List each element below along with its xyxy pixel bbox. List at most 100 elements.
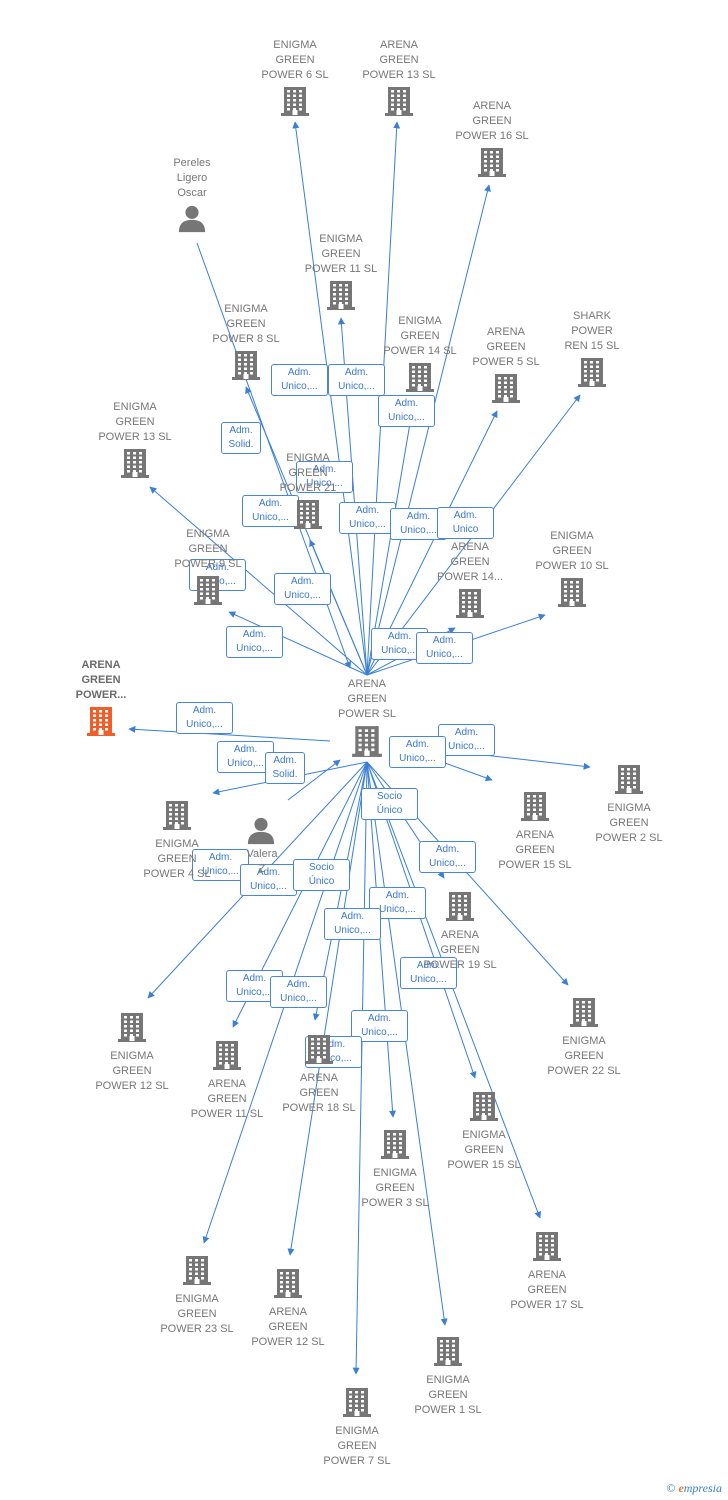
person-icon	[127, 203, 257, 238]
edge-label-eg11[interactable]: Adm. Unico,...	[296, 461, 353, 493]
node-label-eg6: ENIGMA GREEN POWER 6 SL	[261, 39, 329, 81]
edge-label-ag18[interactable]: Socio Único	[293, 859, 350, 891]
node-label-eg10: ENIGMA GREEN POWER 10 SL	[535, 530, 609, 572]
building-icon	[519, 790, 551, 827]
edge-label-ag16[interactable]: Adm. Unico,...	[378, 395, 435, 427]
node-label-eg15: ENIGMA GREEN POWER 15 SL	[447, 1129, 521, 1171]
node-shark[interactable]: SHARK POWER REN 15 SL	[527, 309, 657, 393]
node-label-eg23: ENIGMA GREEN POWER 23 SL	[160, 1293, 234, 1335]
node-pereles[interactable]: Pereles Ligero Oscar	[127, 156, 257, 238]
node-label-eg13: ENIGMA GREEN POWER 13 SL	[98, 401, 172, 443]
edge-label-eg14[interactable]: Adm. Unico,...	[339, 502, 396, 534]
edge-center-eg9	[228, 611, 368, 676]
building-icon	[181, 1254, 213, 1291]
empresia-logo-rest: mpresia	[683, 1481, 722, 1495]
edge-label-shark[interactable]: Adm. Unico	[437, 507, 494, 539]
building-icon	[161, 799, 193, 836]
edge-center-ag12	[287, 761, 368, 1256]
edge-label-eg4[interactable]: Adm. Unico,...	[217, 741, 274, 773]
node-label-ag15a: ARENA GREEN POWER 15 SL	[498, 829, 572, 871]
node-label-ag16: ARENA GREEN POWER 16 SL	[455, 100, 529, 142]
node-ag13[interactable]: ARENA GREEN POWER 13 SL	[334, 38, 464, 122]
node-label-ag12: ARENA GREEN POWER 12 SL	[251, 1306, 325, 1348]
node-eg21[interactable]: ENIGMA GREEN POWER 21	[243, 451, 373, 535]
edge-center-eg13	[149, 486, 368, 676]
edge-label-eg2[interactable]: Adm. Unico,...	[438, 724, 495, 756]
edge-label-eg9[interactable]: Adm. Unico,...	[274, 573, 331, 605]
node-label-shark: SHARK POWER REN 15 SL	[564, 310, 620, 352]
building-icon	[276, 279, 406, 316]
node-label-ag14: ARENA GREEN POWER 14...	[436, 541, 504, 583]
edge-center-ag16	[366, 184, 491, 676]
edge-label-eg6[interactable]: Adm. Unico,...	[271, 364, 328, 396]
edge-center-eg1	[366, 761, 448, 1326]
edge-center-ag17	[366, 761, 542, 1219]
building-icon	[355, 361, 485, 398]
node-eg10[interactable]: ENIGMA GREEN POWER 10 SL	[507, 529, 637, 613]
node-label-valera: Valera Z	[246, 848, 278, 875]
node-label-eg4: ENIGMA GREEN POWER 4 SL	[143, 838, 211, 880]
node-eg13[interactable]: ENIGMA GREEN POWER 13 SL	[70, 400, 200, 484]
building-icon	[444, 890, 476, 927]
node-ag14[interactable]: ARENA GREEN POWER 14...	[405, 540, 535, 624]
building-icon	[527, 356, 657, 393]
building-icon	[303, 1033, 335, 1070]
building-icon	[427, 146, 557, 183]
node-center[interactable]: ARENA GREEN POWER SL	[302, 677, 432, 763]
edge-label-ag12[interactable]: Adm. Unico,...	[270, 976, 327, 1008]
edge-label-eg1[interactable]: Adm. Unico,...	[351, 1010, 408, 1042]
node-eg11[interactable]: ENIGMA GREEN POWER 11 SL	[276, 232, 406, 316]
node-label-ag13: ARENA GREEN POWER 13 SL	[362, 39, 436, 81]
node-eg14[interactable]: ENIGMA GREEN POWER 14 SL	[355, 314, 485, 398]
edge-label-valera[interactable]: Adm. Solid.	[265, 752, 305, 784]
building-icon	[341, 1386, 373, 1423]
node-label-eg7: ENIGMA GREEN POWER 7 SL	[323, 1425, 391, 1467]
edge-label-eg3[interactable]: Adm. Unico,...	[324, 908, 381, 940]
node-ag5[interactable]: ARENA GREEN POWER 5 SL	[441, 325, 571, 409]
edge-label-eg15[interactable]: Adm. Unico,...	[369, 887, 426, 919]
node-eg8[interactable]: ENIGMA GREEN POWER 8 SL	[181, 302, 311, 386]
building-icon	[230, 85, 360, 122]
edge-label-eg8[interactable]: Adm. Unico,...	[242, 495, 299, 527]
building-icon	[531, 1230, 563, 1267]
node-eg6[interactable]: ENIGMA GREEN POWER 6 SL	[230, 38, 360, 122]
building-icon	[243, 498, 373, 535]
building-icon	[441, 372, 571, 409]
node-ag16[interactable]: ARENA GREEN POWER 16 SL	[427, 99, 557, 183]
edge-label-ag11[interactable]: Adm. Unico,...	[240, 864, 297, 896]
edge-label-ag19[interactable]: Socio Único	[361, 788, 418, 820]
edge-label-eg22[interactable]: Adm. Unico,...	[419, 841, 476, 873]
edge-label-ag15a[interactable]: Adm. Unico,...	[389, 736, 446, 768]
node-label-center: ARENA GREEN POWER SL	[337, 678, 397, 720]
edge-label-eg10[interactable]: Adm. Unico,...	[416, 632, 473, 664]
node-eg9[interactable]: ENIGMA GREEN POWER 9 SL	[143, 527, 273, 611]
building-icon	[379, 1128, 411, 1165]
edge-label-ag13[interactable]: Adm. Unico,...	[328, 364, 385, 396]
node-label-eg8: ENIGMA GREEN POWER 8 SL	[212, 303, 280, 345]
building-icon	[568, 996, 600, 1033]
node-label-focus: ARENA GREEN POWER...	[75, 659, 127, 701]
edge-label-pereles[interactable]: Adm. Solid.	[221, 422, 261, 454]
edge-label-eg12[interactable]: Adm. Unico,...	[192, 849, 249, 881]
node-label-ag11: ARENA GREEN POWER 11 SL	[190, 1078, 264, 1120]
building-icon	[302, 724, 432, 763]
edge-label-eg21[interactable]: Adm. Unico,...	[226, 626, 283, 658]
node-label-ag17: ARENA GREEN POWER 17 SL	[510, 1269, 584, 1311]
edge-label-ag17[interactable]: Adm. Unico,...	[400, 957, 457, 989]
building-icon	[405, 587, 535, 624]
node-label-eg3: ENIGMA GREEN POWER 3 SL	[361, 1167, 429, 1209]
building-icon	[613, 763, 645, 800]
edge-center-focus	[128, 725, 331, 742]
empresia-footer[interactable]: © empresia	[666, 1481, 722, 1496]
node-label-ag5: ARENA GREEN POWER 5 SL	[472, 326, 540, 368]
node-label-eg22: ENIGMA GREEN POWER 22 SL	[547, 1035, 621, 1077]
node-label-eg1: ENIGMA GREEN POWER 1 SL	[414, 1374, 482, 1416]
building-icon	[432, 1335, 464, 1372]
empresia-logo-initial: e	[678, 1481, 684, 1495]
node-focus[interactable]: ARENA GREEN POWER...	[36, 658, 166, 742]
edge-valera-center	[287, 759, 341, 801]
building-icon	[272, 1267, 304, 1304]
edge-center-eg3	[366, 761, 397, 1118]
edge-label-focus[interactable]: Adm. Unico,...	[176, 702, 233, 734]
node-label-eg9: ENIGMA GREEN POWER 9 SL	[174, 528, 242, 570]
